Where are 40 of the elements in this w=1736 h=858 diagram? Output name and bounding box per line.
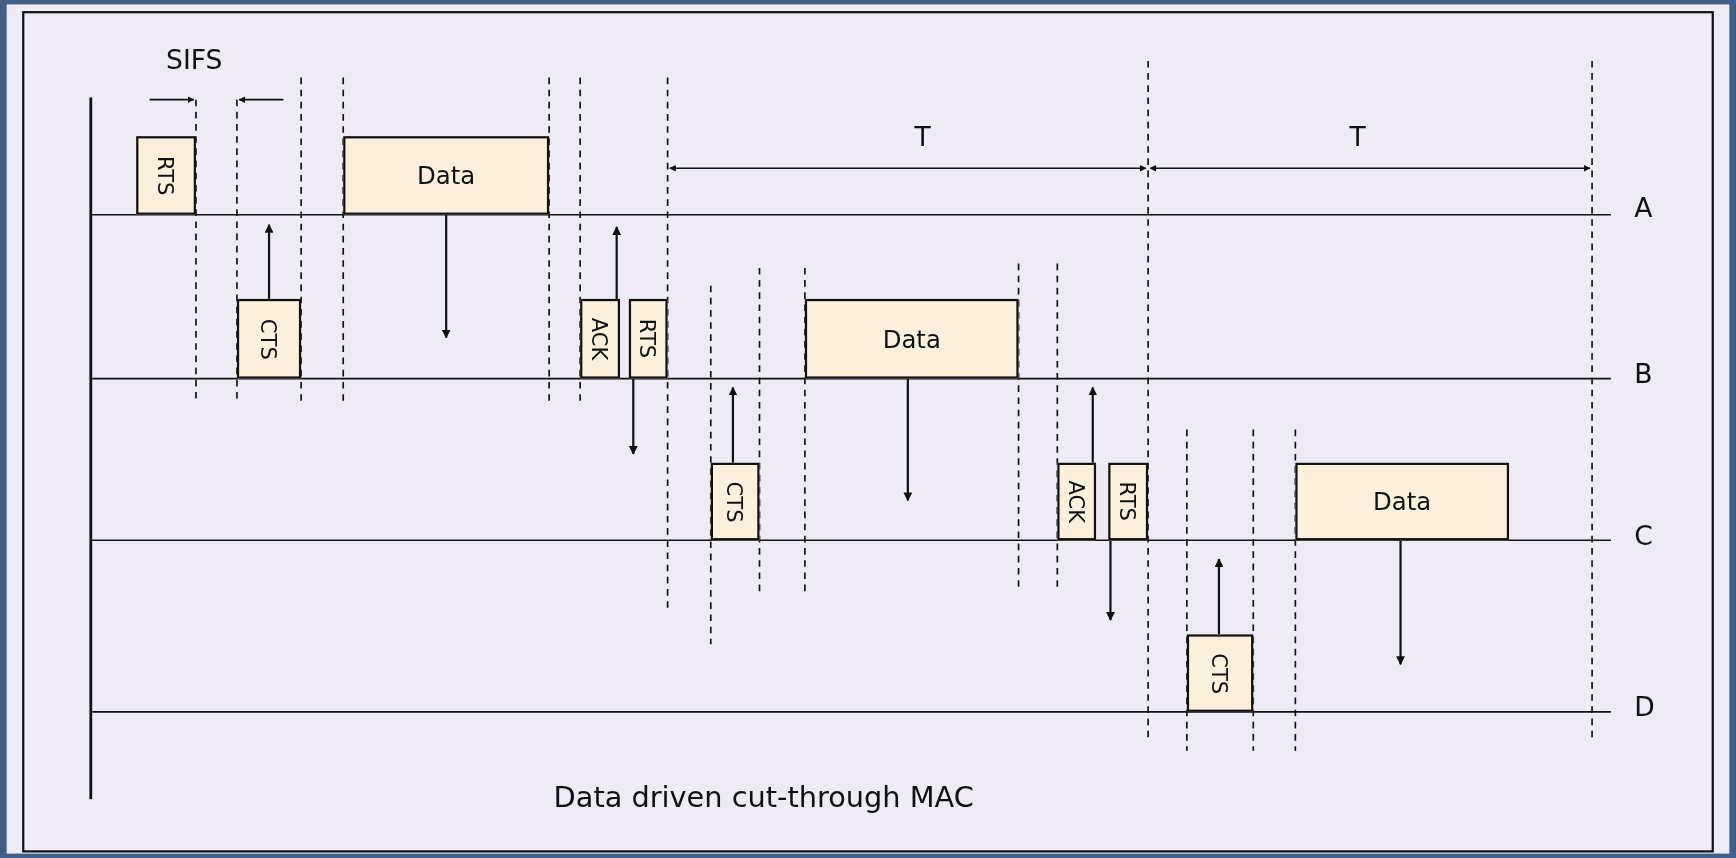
frame-label: CTS <box>1207 652 1233 694</box>
frame-label: CTS <box>256 318 282 360</box>
frame-box <box>710 462 760 541</box>
frame-label: Data <box>882 324 941 353</box>
frame-label: RTS <box>636 319 661 359</box>
frame-label: ACK <box>587 317 613 361</box>
interval-label: T <box>1349 121 1366 153</box>
caption: Data driven cut-through MAC <box>553 780 974 814</box>
frame-label: Data <box>1373 487 1432 516</box>
lane-label: A <box>1634 192 1653 224</box>
frame-box <box>1186 634 1254 712</box>
frame-box <box>136 136 196 215</box>
arrow <box>1088 386 1098 463</box>
frame-box <box>236 298 302 379</box>
frame-box <box>804 298 1019 379</box>
frame-box <box>628 298 668 379</box>
lane-label: C <box>1634 520 1653 552</box>
arrow <box>1106 540 1115 621</box>
frame-label: ACK <box>1064 480 1089 523</box>
frame-label: CTS <box>722 481 748 522</box>
arrow <box>628 378 638 455</box>
arrow <box>264 223 274 299</box>
frame-label: RTS <box>153 155 179 196</box>
arrow <box>903 378 913 502</box>
frame-label: Data <box>417 161 476 190</box>
arrow <box>728 386 738 463</box>
frame-box <box>343 136 550 215</box>
arrow <box>612 226 622 299</box>
arrow <box>441 214 451 339</box>
frame-label: RTS <box>1116 481 1141 522</box>
lane-label: B <box>1634 358 1653 390</box>
arrow <box>1214 558 1224 635</box>
lane-label: D <box>1634 691 1655 723</box>
interval-label: T <box>914 121 931 153</box>
frame-box <box>580 298 620 379</box>
interval-label: SIFS <box>166 44 223 76</box>
arrow <box>1396 540 1405 666</box>
frame-box <box>1108 462 1149 541</box>
frame-box <box>1057 462 1097 541</box>
frame-box <box>1295 462 1510 541</box>
